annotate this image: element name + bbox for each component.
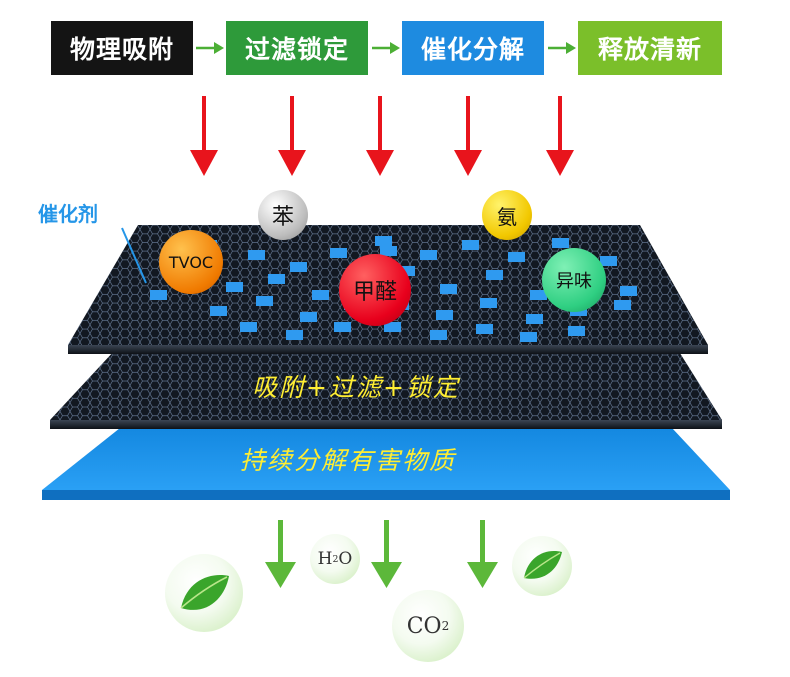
catalyst-square	[614, 300, 631, 310]
catalyst-square	[248, 250, 265, 260]
arrow-right-icon	[196, 42, 224, 54]
water-formula-o: O	[338, 549, 353, 569]
pollutant-tvoc: TVOC	[159, 230, 223, 294]
catalyst-square	[620, 286, 637, 296]
step-catalytic-decomposition: 催化分解	[402, 21, 544, 75]
arrow-down-icon	[467, 520, 498, 588]
arrow-down-icon	[278, 96, 306, 176]
catalyst-square	[526, 314, 543, 324]
catalyst-square	[384, 322, 401, 332]
catalyst-square	[150, 290, 167, 300]
catalyst-square	[226, 282, 243, 292]
catalyst-square	[312, 290, 329, 300]
catalyst-square	[530, 290, 547, 300]
catalyst-square	[330, 248, 347, 258]
catalyst-square	[268, 274, 285, 284]
arrow-right-icon	[372, 42, 400, 54]
catalyst-square	[256, 296, 273, 306]
catalyst-square	[420, 250, 437, 260]
catalyst-square	[440, 284, 457, 294]
leaf-bubble-left	[165, 554, 243, 632]
arrow-down-icon	[546, 96, 574, 176]
catalyst-square	[430, 330, 447, 340]
catalyst-square	[334, 322, 351, 332]
pollutant-ammonia: 氨	[482, 190, 532, 240]
arrow-down-icon	[265, 520, 296, 588]
catalyst-square	[520, 332, 537, 342]
catalyst-square	[508, 252, 525, 262]
catalyst-square	[486, 270, 503, 280]
co2-formula-main: CO	[406, 613, 442, 639]
catalyst-square	[462, 240, 479, 250]
layer-adsorb-filter	[50, 350, 722, 429]
catalyst-square	[476, 324, 493, 334]
layer-bottom-text: 持续分解有害物质	[240, 446, 457, 475]
layer-middle-text: 吸附+过滤+锁定	[252, 373, 460, 402]
pollutant-arrows	[190, 96, 574, 176]
step-physical-adsorption: 物理吸附	[51, 21, 193, 75]
arrow-right-icon	[548, 42, 576, 54]
catalyst-square	[240, 322, 257, 332]
catalyst-square	[436, 310, 453, 320]
arrow-down-icon	[454, 96, 482, 176]
catalyst-square	[600, 256, 617, 266]
leaf-icon	[180, 575, 229, 610]
co2-formula-sub: 2	[441, 619, 450, 633]
step-release-fresh: 释放清新	[578, 21, 722, 75]
catalyst-square	[286, 330, 303, 340]
pollutant-benzene: 苯	[258, 190, 308, 240]
catalyst-square	[375, 236, 392, 246]
leaf-icon	[523, 551, 562, 579]
catalyst-square	[568, 326, 585, 336]
water-formula-h: H	[317, 549, 333, 569]
catalyst-square	[300, 312, 317, 322]
leaf-bubble-right	[512, 536, 572, 596]
water-formula-sub: 2	[332, 553, 339, 565]
catalyst-label: 催化剂	[38, 202, 98, 226]
catalyst-square	[290, 262, 307, 272]
arrow-down-icon	[366, 96, 394, 176]
catalyst-square	[398, 266, 415, 276]
pollutant-odor: 异味	[542, 248, 606, 312]
arrow-down-icon	[190, 96, 218, 176]
step-filter-lock: 过滤锁定	[226, 21, 368, 75]
catalyst-square	[380, 246, 397, 256]
pollutant-formaldehyde: 甲醛	[339, 254, 411, 326]
layer-decompose	[42, 428, 730, 500]
arrow-down-icon	[371, 520, 402, 588]
catalyst-pointer	[121, 227, 147, 284]
catalyst-square	[210, 306, 227, 316]
output-arrows	[265, 520, 498, 588]
catalyst-square	[480, 298, 497, 308]
catalyst-square	[552, 238, 569, 248]
